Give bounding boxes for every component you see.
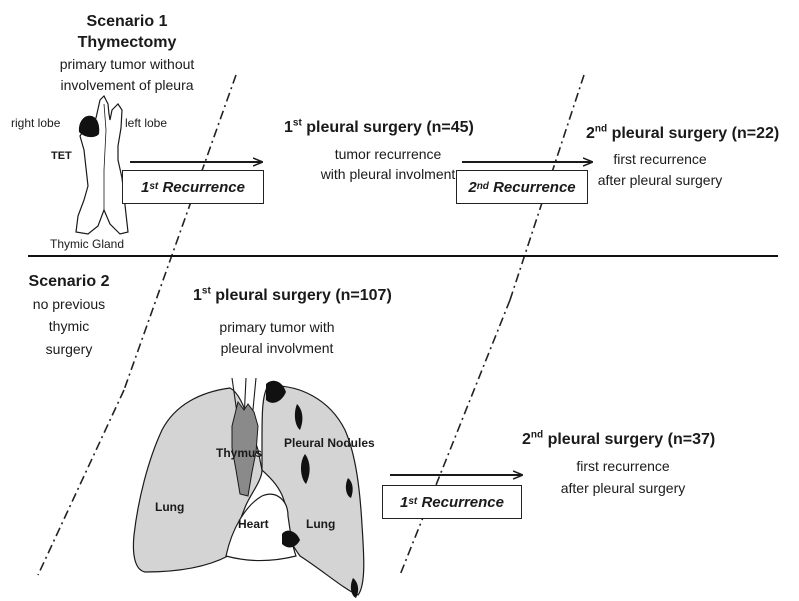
heart-label: Heart xyxy=(238,517,269,531)
scenario1-surgery1-heading: 1st pleural surgery (n=45) xyxy=(284,118,474,137)
scenario1-surgery2-desc-line2: after pleural surgery xyxy=(574,172,746,189)
scenario2-surgery2-desc-line1: first recurrence xyxy=(528,458,718,475)
surgery-number: 1 xyxy=(193,287,202,304)
surgery-suffix: st xyxy=(202,286,211,297)
tet-label: TET xyxy=(51,150,72,163)
recurrence-text: Recurrence xyxy=(493,179,576,196)
scenario1-description-line1: primary tumor without xyxy=(32,56,222,73)
scenario2-surgery1-desc-line2: pleural involvment xyxy=(186,340,368,357)
surgery-text: pleural surgery (n=37) xyxy=(548,431,716,448)
recurrence-number: 1 xyxy=(141,179,149,196)
thymic-gland-label: Thymic Gland xyxy=(50,237,124,251)
right-lobe-label: right lobe xyxy=(11,116,60,130)
scenario1-surgery2-heading: 2nd pleural surgery (n=22) xyxy=(586,124,779,143)
recurrence-number: 1 xyxy=(400,494,408,511)
surgery-number: 2 xyxy=(586,125,595,142)
right-lung-label: Lung xyxy=(306,517,335,531)
surgery-number: 1 xyxy=(284,119,293,136)
surgery-suffix: st xyxy=(293,118,302,129)
scenario1-surgery1-desc-line1: tumor recurrence xyxy=(288,146,488,163)
scenario1-surgery2-desc-line1: first recurrence xyxy=(574,151,746,168)
surgery-text: pleural surgery (n=45) xyxy=(306,119,474,136)
surgery-suffix: nd xyxy=(531,430,543,441)
scenario2-surgery2-heading: 2nd pleural surgery (n=37) xyxy=(522,430,715,449)
surgery-text: pleural surgery (n=107) xyxy=(215,287,392,304)
thymic-gland-illustration xyxy=(76,96,128,234)
scenario2-surgery1-heading: 1st pleural surgery (n=107) xyxy=(193,286,392,305)
scenario2-right-divider xyxy=(400,300,510,575)
scenario2-description-line1: no previous xyxy=(16,296,122,313)
surgery-text: pleural surgery (n=22) xyxy=(612,125,780,142)
scenario2-left-divider xyxy=(38,390,124,575)
thymus-label: Thymus xyxy=(216,446,262,460)
recurrence-number: 2 xyxy=(468,179,476,196)
surgery-number: 2 xyxy=(522,431,531,448)
scenario1-subtitle: Thymectomy xyxy=(32,33,222,52)
scenario1-title: Scenario 1 xyxy=(32,12,222,31)
scenario2-surgery2-desc-line2: after pleural surgery xyxy=(528,480,718,497)
recurrence-text: Recurrence xyxy=(421,494,504,511)
left-lobe-label: left lobe xyxy=(125,116,167,130)
scenario2-surgery1-desc-line1: primary tumor with xyxy=(186,319,368,336)
scenario2-description-line2: thymic xyxy=(16,318,122,335)
pleural-nodules-label: Pleural Nodules xyxy=(284,436,375,450)
scenario2-description-line3: surgery xyxy=(16,341,122,358)
scenario1-description-line2: involvement of pleura xyxy=(32,77,222,94)
recurrence-text: Recurrence xyxy=(162,179,245,196)
thorax-illustration xyxy=(133,378,363,598)
scenario2-title: Scenario 2 xyxy=(16,272,122,291)
left-lung-label: Lung xyxy=(155,500,184,514)
surgery-suffix: nd xyxy=(595,124,607,135)
